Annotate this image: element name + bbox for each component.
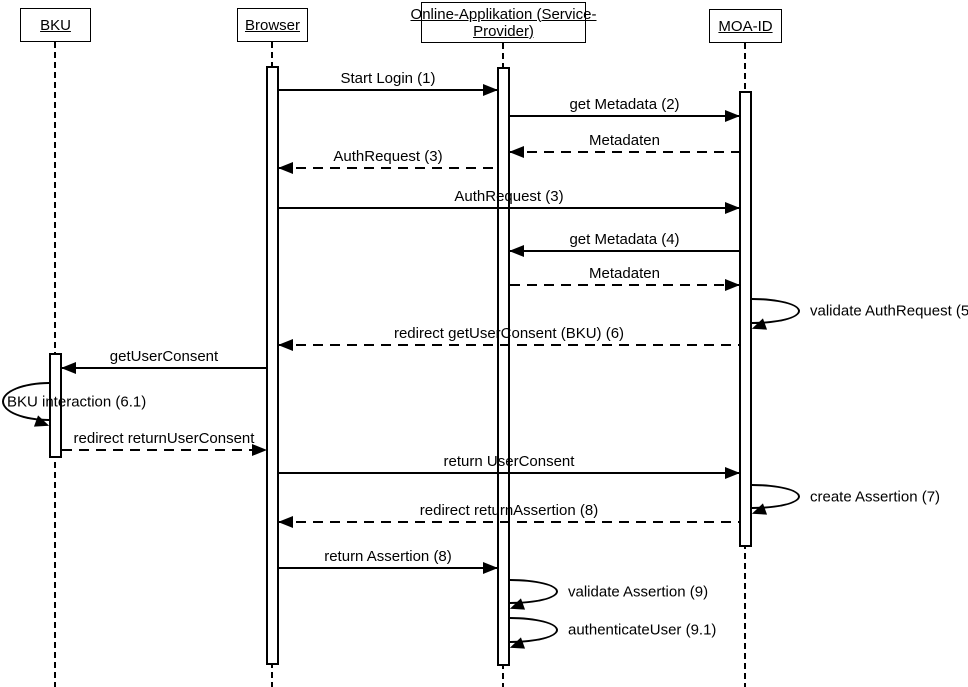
message-get-metadata-4: get Metadata (4) [509,231,739,257]
activation-bar-online-applikation [497,67,510,666]
actor-label-online-applikation: Online-Applikation (Service-Provider) [410,5,597,40]
message-authrequest-3-return: AuthRequest (3) [278,148,497,174]
activation-bar-bku [49,353,62,458]
actor-box-browser: Browser [237,8,308,42]
message-label: Metadaten [589,265,660,282]
message-label: create Assertion (7) [810,488,941,505]
message-redirect-returnassertion-8: redirect returnAssertion (8) [278,502,739,528]
self-message-validate-assertion-9: validate Assertion (9) [507,579,708,615]
actor-box-online-applikation: Online-Applikation (Service-Provider) [411,2,596,43]
arrow-left-icon [509,146,524,158]
arrow-left-icon [61,362,76,374]
message-label: get Metadata (4) [569,231,680,248]
arrow-left-icon [278,162,293,174]
message-redirect-returnuserconsent: redirect returnUserConsent [62,430,267,456]
arrow-right-icon [483,84,498,96]
message-start-login-1: Start Login (1) [279,70,498,96]
actor-box-bku: BKU [20,8,91,42]
arrow-right-icon [725,279,740,291]
message-return-assertion-8: return Assertion (8) [279,548,498,574]
message-metadaten-return-2: Metadaten [510,265,740,291]
message-label: Metadaten [589,132,660,149]
arrow-right-icon [725,110,740,122]
message-label: redirect getUserConsent (BKU) (6) [393,325,625,342]
message-label: Start Login (1) [340,70,436,87]
message-label: AuthRequest (3) [454,188,564,205]
message-authrequest-3-forward: AuthRequest (3) [279,188,740,214]
message-metadaten-return-1: Metadaten [509,132,739,158]
arrow-left-icon [509,245,524,257]
activation-bar-browser [266,66,279,665]
actor-label-bku: BKU [40,16,71,34]
message-label: redirect returnAssertion (8) [419,502,599,519]
message-label: validate Assertion (9) [568,583,709,600]
message-label: get Metadata (2) [569,96,680,113]
self-message-bku-interaction-6-1: BKU interaction (6.1) [2,382,146,432]
message-label: authenticateUser (9.1) [568,621,717,639]
actor-box-moa-id: MOA-ID [709,9,782,43]
message-label: AuthRequest (3) [333,148,443,165]
message-return-userconsent: return UserConsent [279,453,740,479]
activation-bar-moa-id [739,91,752,547]
arrow-right-icon [252,444,267,456]
arrow-right-icon [725,202,740,214]
arrow-right-icon [725,467,740,479]
message-get-metadata-2: get Metadata (2) [510,96,740,122]
message-getuserconsent: getUserConsent [61,348,266,374]
arrow-left-icon [278,339,293,351]
message-redirect-getuserconsent-6: redirect getUserConsent (BKU) (6) [278,325,739,351]
self-message-authenticateuser-9-1: authenticateUser (9.1) [507,617,716,654]
message-label: BKU interaction (6.1) [7,393,147,410]
arrow-right-icon [483,562,498,574]
self-message-validate-authrequest-5: validate AuthRequest (5) [749,298,968,335]
actor-label-browser: Browser [244,16,300,34]
arrow-left-icon [278,516,293,528]
message-label: return Assertion (8) [324,548,452,565]
actor-label-moa-id: MOA-ID [718,17,773,35]
self-message-create-assertion-7: create Assertion (7) [749,484,940,520]
message-label: getUserConsent [109,348,219,365]
message-label: return UserConsent [443,453,575,470]
message-label: redirect returnUserConsent [73,430,255,447]
message-label: validate AuthRequest (5) [810,302,968,320]
